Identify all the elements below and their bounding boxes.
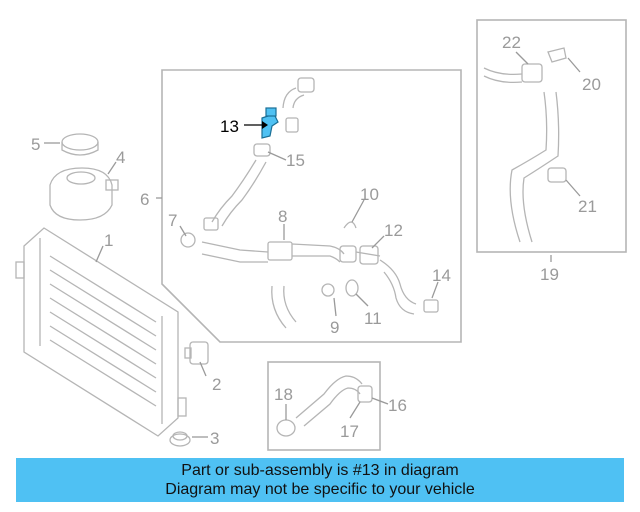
callout-14: 14 [432, 266, 451, 285]
grommet [169, 431, 191, 447]
callout-15: 15 [286, 151, 305, 170]
hose-assembly-6 [180, 77, 439, 329]
group-box-6 [161, 69, 462, 343]
banner-line-1: Part or sub-assembly is #13 in diagram [181, 462, 459, 479]
callout-22: 22 [502, 33, 521, 52]
callout-8: 8 [278, 207, 287, 226]
callout-16: 16 [388, 396, 407, 415]
callout-21: 21 [578, 197, 597, 216]
clamp-15 [253, 143, 271, 157]
callout-4: 4 [116, 148, 125, 167]
leader-lines [44, 51, 581, 438]
callout-6: 6 [140, 190, 149, 209]
callout-5: 5 [31, 135, 40, 154]
group-box-16 [267, 361, 381, 451]
callout-19: 19 [540, 265, 559, 284]
group-box-19 [476, 19, 627, 253]
hose-assembly-19 [483, 47, 567, 243]
info-banner: Part or sub-assembly is #13 in diagram D… [16, 458, 624, 502]
callout-11: 11 [364, 309, 382, 328]
callout-1: 1 [104, 231, 113, 250]
callout-17: 17 [340, 422, 359, 441]
expansion-tank [49, 167, 119, 221]
callout-12: 12 [384, 221, 403, 240]
callout-13: 13 [220, 117, 239, 136]
callout-3: 3 [210, 429, 219, 448]
callout-2: 2 [212, 375, 221, 394]
radiator [15, 227, 187, 437]
tank-cap [61, 133, 99, 156]
callout-9: 9 [330, 318, 339, 337]
callout-18: 18 [274, 385, 293, 404]
banner-line-2: Diagram may not be specific to your vehi… [165, 481, 475, 498]
callout-20: 20 [582, 75, 601, 94]
bracket [184, 341, 209, 365]
callout-10: 10 [360, 185, 379, 204]
callout-7: 7 [168, 211, 177, 230]
connector-13-highlighted [261, 107, 279, 139]
